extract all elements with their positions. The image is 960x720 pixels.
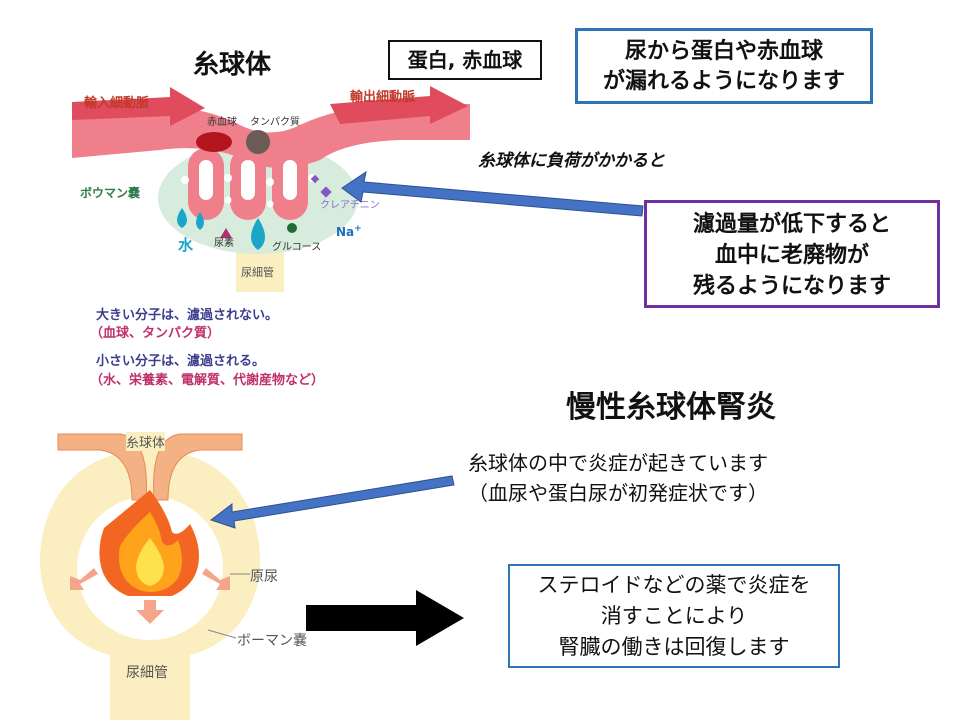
small-molecule-examples: （水、栄養素、電解質、代謝産物など） [90, 373, 325, 388]
nephron-tubule-label: 尿細管 [126, 665, 168, 681]
glomerulus-stalk [153, 433, 243, 501]
bowman-label: ボウマン嚢 [80, 186, 141, 200]
nephron-glomerulus-label: 糸球体 [126, 432, 166, 451]
water-drop [177, 208, 187, 228]
na-label: Na+ [336, 224, 362, 239]
inflammation-desc: 糸球体の中で炎症が起きています （血尿や蛋白尿が初発症状です） [468, 448, 768, 508]
fire-icon [99, 490, 199, 596]
nephron-diagram [40, 433, 260, 720]
treatment-line-1: ステロイドなどの薬で炎症を [537, 573, 811, 597]
protein-rbc-box: 蛋白, 赤血球 [388, 40, 542, 80]
efferent-label: 輸出細動脈 [350, 90, 416, 105]
na-plus: + [354, 224, 362, 234]
water-drop [196, 212, 204, 230]
creatinine-square [310, 174, 320, 184]
urea-label: 尿素 [214, 238, 234, 249]
capsule-pointer [207, 629, 237, 639]
large-molecule-text: 大きい分子は、濾過されない。 [96, 308, 279, 323]
glomerulus-title: 糸球体 [193, 50, 272, 80]
waste-callout: 濾過量が低下すると 血中に老廃物が 残るようになります [644, 200, 940, 308]
treatment-callout: ステロイドなどの薬で炎症を 消すことにより 腎臓の働きは回復します [508, 564, 840, 668]
small-molecule-text: 小さい分子は、濾過される。 [96, 354, 266, 369]
treatment-line-2: 消すことにより [600, 604, 748, 628]
leak-callout: 尿から蛋白や赤血球 が漏れるようになります [575, 28, 873, 104]
flow-arrow-down [136, 600, 164, 624]
afferent-label: 輸入細動脈 [84, 96, 150, 111]
flow-arrow-left [70, 568, 98, 590]
inflammation-line-1: 糸球体の中で炎症が起きています [468, 451, 768, 475]
protein-rbc-label: 蛋白, 赤血球 [407, 48, 523, 72]
inflammation-arrow [209, 475, 455, 529]
leak-line-2: が漏れるようになります [602, 69, 845, 94]
tubule-label: 尿細管 [241, 266, 274, 279]
efferent-arrow [330, 86, 468, 124]
protein-label: タンパク質 [250, 117, 300, 128]
waste-arrow [341, 170, 644, 217]
treatment-arrow [306, 590, 464, 646]
waste-line-1: 濾過量が低下すると [692, 212, 891, 237]
primary-urine-label: 原尿 [250, 569, 278, 585]
waste-line-3: 残るようになります [692, 274, 891, 299]
tubule-shape [236, 252, 284, 292]
rbc-shape [196, 132, 232, 152]
glucose-dot [287, 223, 297, 233]
leak-line-1: 尿から蛋白や赤血球 [624, 39, 823, 64]
inflammation-line-2: （血尿や蛋白尿が初発症状です） [468, 481, 768, 505]
flow-arrow-right [202, 568, 230, 590]
rbc-label: 赤血球 [207, 117, 237, 128]
chronic-title: 慢性糸球体腎炎 [566, 390, 776, 425]
glomerulus-diagram [72, 86, 470, 292]
nephron-bowman-label: ボーマン嚢 [237, 633, 307, 649]
afferent-arrow [72, 87, 205, 126]
load-text: 糸球体に負荷がかかると [478, 151, 665, 171]
creatinine-square [320, 186, 332, 198]
capillary-loops [181, 148, 316, 220]
protein-shape [246, 130, 270, 154]
waste-line-2: 血中に老廃物が [714, 243, 869, 268]
treatment-line-3: 腎臓の働きは回復します [558, 635, 790, 659]
na-text: Na [336, 225, 355, 239]
large-molecule-examples: （血球、タンパク質） [90, 326, 221, 341]
creatinine-label: クレアチニン [320, 200, 380, 211]
glucose-label: グルコース [272, 242, 322, 253]
urea-triangle [220, 228, 232, 238]
water-drop [251, 218, 265, 250]
water-label: 水 [178, 236, 194, 254]
